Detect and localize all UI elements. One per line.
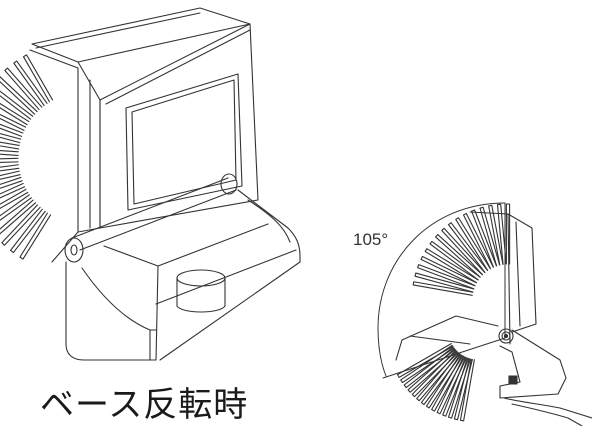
mounting-bracket-front [64,173,301,361]
heatsink-fin [417,264,476,290]
heatsink-fin [407,348,458,393]
heatsink-fin [412,281,474,296]
heatsink-fin [425,353,464,409]
heatsink-fin [0,113,27,131]
heatsink-fin [0,176,23,189]
heatsink-fin [442,356,470,417]
heatsink-fin [0,76,38,115]
heatsink-fin [0,123,24,137]
heatsink-fin [19,212,52,260]
heatsink-fin [431,354,466,412]
heatsink-fins-front [0,54,54,260]
heatsink-fin [420,352,462,406]
housing-front [29,7,259,263]
heatsink-fin [436,355,468,415]
heatsink-fin [429,240,481,281]
heatsink-fin [0,102,30,126]
heatsink-fin [441,227,486,276]
heatsink-fin [453,358,473,421]
heatsink-fin [4,67,43,111]
heatsink-fins-side [396,203,511,422]
heatsink-fin [462,212,494,270]
heatsink-fin [13,60,48,106]
heatsink-fin [496,203,507,265]
heatsink-fin [400,344,455,384]
heatsink-fin [414,272,475,293]
heatsink-fin [435,234,483,278]
heatsink-fin [396,343,454,378]
caption-base-inverted: ベース反転時 [40,385,249,425]
heatsink-fin [471,209,497,268]
rotation-angle-label: 105° [353,230,389,249]
heatsink-fin [459,358,475,422]
heatsink-fin [447,357,471,419]
heatsink-fin [0,141,20,150]
heatsink-fin [0,199,37,235]
heatsink-fin [0,90,34,120]
heatsink-fin [424,248,479,284]
heatsink-fin [0,157,19,164]
heatsink-fin [0,182,26,199]
heatsink-fin [1,204,41,246]
heatsink-fin [488,204,504,266]
heatsink-fin [479,206,501,267]
mounting-bracket-side [499,329,592,426]
heatsink-fin [411,349,459,398]
heatsink-fin [416,351,461,402]
heatsink-fin [505,203,511,265]
heatsink-fin [403,346,456,389]
pivot-joint-side [498,328,514,344]
heatsink-fin [0,194,32,221]
heatsink-fin [9,208,46,254]
heatsink-fin [447,222,488,273]
heatsink-fin [0,150,19,156]
heatsink-fin [455,217,491,271]
heatsink-fin [420,255,477,287]
heatsink-fin [0,188,29,210]
housing-side [395,211,537,361]
heatsink-fin [22,54,54,103]
